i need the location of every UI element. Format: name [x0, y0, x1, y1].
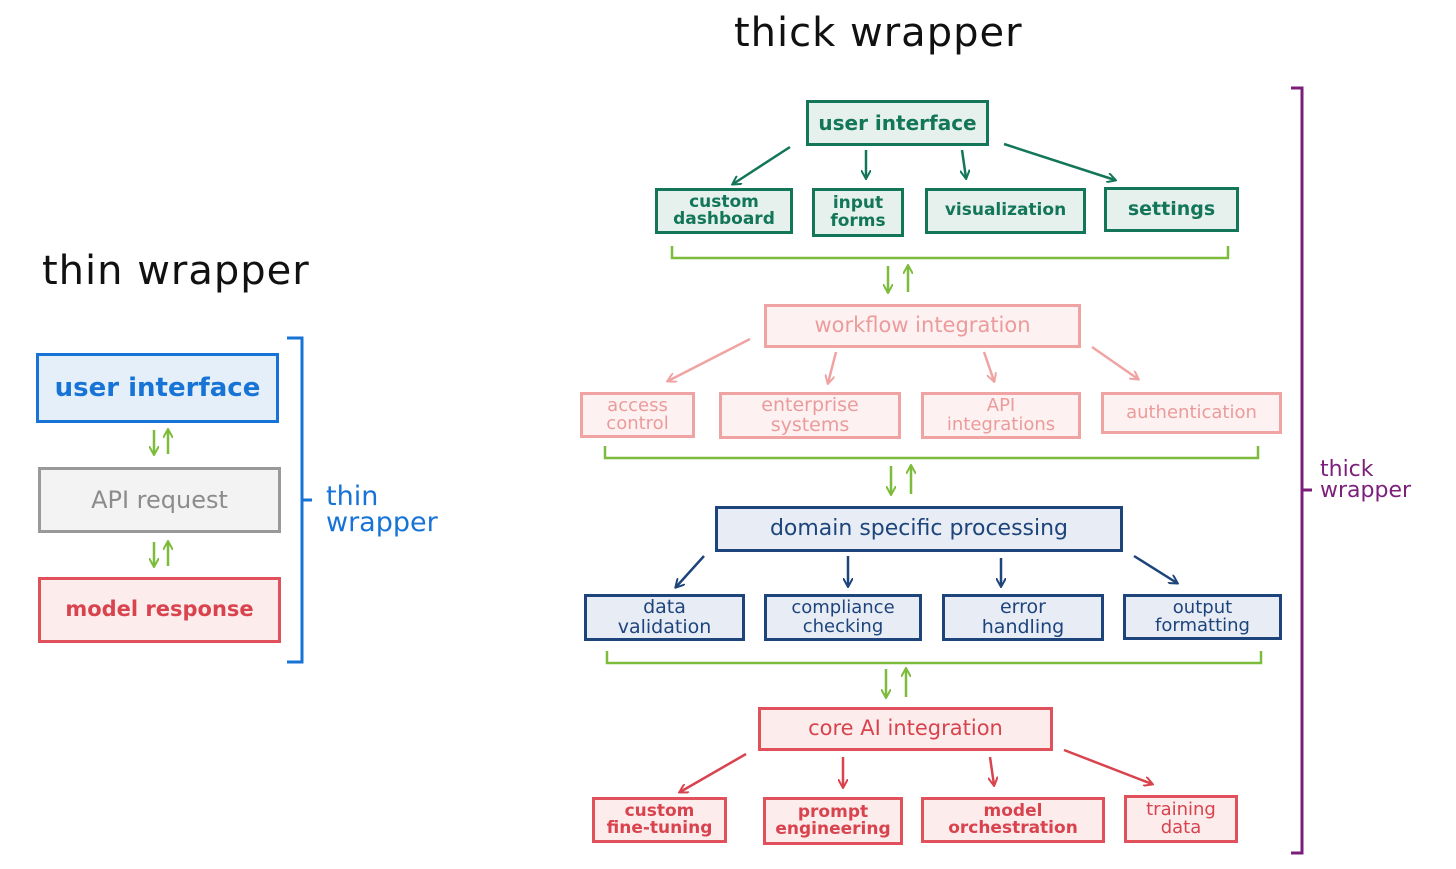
workflow-group-bracket	[603, 446, 1260, 460]
ui-item-visualization: visualization	[925, 188, 1086, 234]
domain-fanout-arrows	[676, 554, 1177, 587]
domain-layer-header: domain specific processing	[715, 506, 1123, 552]
thin-wrapper-title: thin wrapper	[42, 248, 310, 294]
domain-item-error-handling: error handling	[942, 594, 1104, 641]
thin-wrapper-bracket-label: thin wrapper	[326, 481, 438, 538]
ui-group-bracket	[670, 246, 1230, 260]
core-item-training-data: training data	[1124, 795, 1238, 843]
workflow-layer-header: workflow integration	[764, 304, 1081, 348]
thick-wrapper-bracket	[1291, 86, 1312, 855]
core-layer-header: core AI integration	[758, 707, 1053, 751]
thin-api-model-arrows	[154, 542, 168, 566]
workflow-item-enterprise-systems: enterprise systems	[719, 392, 901, 439]
thick-wrapper-bracket-label: thick wrapper	[1320, 457, 1412, 503]
domain-core-arrows	[886, 669, 906, 697]
core-item-custom-fine-tuning: custom fine-tuning	[592, 797, 727, 843]
thin-wrapper-bracket	[287, 336, 312, 664]
ui-workflow-arrows	[888, 266, 908, 292]
workflow-item-api-integrations: API integrations	[921, 392, 1081, 439]
domain-item-compliance-checking: compliance checking	[764, 594, 922, 641]
ui-item-input-forms: input forms	[812, 188, 904, 237]
thick-wrapper-title: thick wrapper	[734, 10, 1023, 56]
ui-layer-header: user interface	[806, 100, 989, 146]
domain-group-bracket	[605, 651, 1263, 665]
core-item-model-orchestration: model orchestration	[921, 797, 1105, 843]
core-fanout-arrows	[680, 748, 1152, 792]
ui-item-settings: settings	[1104, 187, 1239, 232]
core-item-prompt-engineering: prompt engineering	[763, 797, 903, 845]
ui-fanout-arrows	[733, 142, 1115, 184]
thin-api-request-box: API request	[38, 467, 281, 533]
thin-user-interface-box: user interface	[36, 353, 279, 423]
workflow-item-authentication: authentication	[1101, 392, 1282, 434]
workflow-item-access-control: access control	[580, 392, 695, 438]
workflow-domain-arrows	[891, 466, 911, 494]
workflow-fanout-arrows	[668, 337, 1138, 383]
domain-item-output-formatting: output formatting	[1123, 594, 1282, 640]
thin-model-response-box: model response	[38, 577, 281, 643]
domain-item-data-validation: data validation	[584, 594, 745, 641]
ui-item-custom-dashboard: custom dashboard	[655, 188, 793, 234]
thin-ui-api-arrows	[154, 430, 168, 454]
